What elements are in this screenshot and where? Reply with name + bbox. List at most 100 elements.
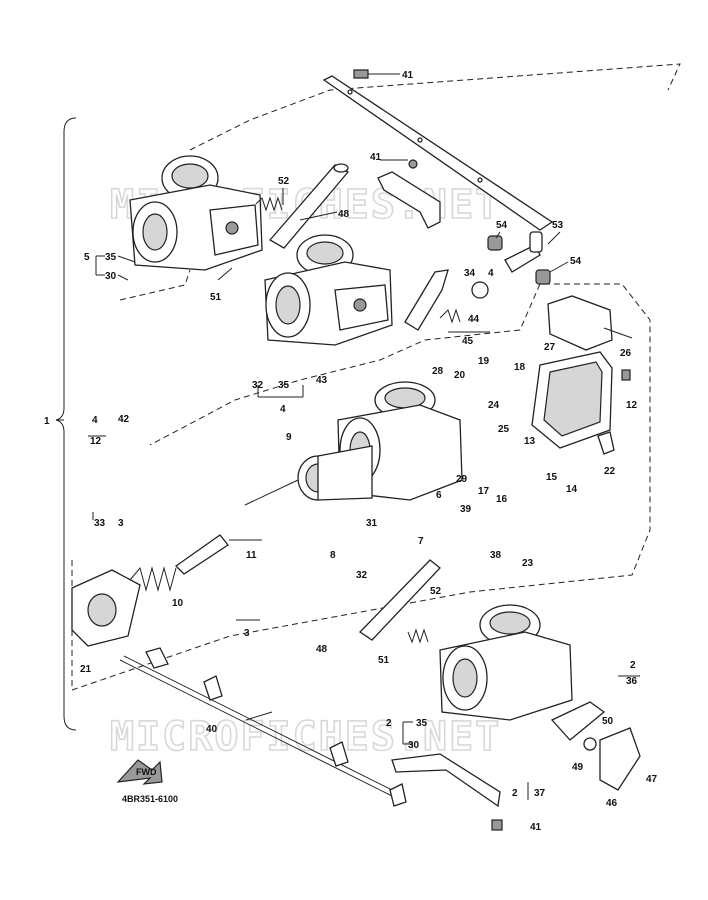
callout-19: 19 [478,356,490,367]
callout-15: 15 [546,472,558,483]
throttle-shaft-40 [119,647,407,807]
piston-9 [244,445,373,506]
callout-21: 21 [80,664,92,675]
callout-52: 52 [430,586,442,597]
callout-12: 12 [626,400,638,411]
leader-lines [56,73,640,800]
callout-34: 34 [464,268,476,279]
callout-46: 46 [606,798,618,809]
callout-5: 5 [84,252,90,263]
callout-28: 28 [432,366,444,377]
callout-18: 18 [514,362,526,373]
callout-27: 27 [544,342,556,353]
callout-1: 1 [44,416,50,427]
callout-45: 45 [462,336,474,347]
callout-31: 31 [366,518,378,529]
callout-4: 4 [488,268,494,279]
callout-32: 32 [356,570,368,581]
forward-arrow-label: FWD [136,767,157,777]
choke-housing-46 [550,701,641,791]
fitting-53 [504,231,543,273]
diagram-code: 4BR351-6100 [122,794,178,804]
callout-41: 41 [402,70,414,81]
callout-39: 39 [460,504,472,515]
callout-54: 54 [496,220,508,231]
callout-2: 2 [512,788,518,799]
callout-2: 2 [386,718,392,729]
callout-25: 25 [498,424,510,435]
link-plate-bottom [391,753,501,808]
spring-51-bottom [407,628,429,644]
callout-9: 9 [286,432,292,443]
callout-43: 43 [316,375,328,386]
screw-41-bottom [491,819,503,831]
carburetor-4 [439,604,573,721]
callout-44: 44 [468,314,480,325]
callout-38: 38 [490,550,502,561]
callout-42: 42 [118,414,130,425]
callout-10: 10 [172,598,184,609]
callout-8: 8 [330,550,336,561]
callout-17: 17 [478,486,490,497]
spring-10 [129,534,229,592]
top-cover-3 [71,569,141,647]
callout-37: 37 [534,788,546,799]
hose-48-bottom [358,559,441,641]
callout-53: 53 [552,220,564,231]
callout-30: 30 [105,271,117,282]
callout-52: 52 [278,176,290,187]
callout-11: 11 [246,550,257,561]
mounting-bar-top [322,75,554,231]
callout-35: 35 [278,380,290,391]
lever-34-44 [404,269,489,331]
callout-49: 49 [572,762,584,773]
screw-22 [597,431,615,455]
callout-47: 47 [646,774,658,785]
carburetor-1 [129,155,263,271]
cap-54-right [535,269,551,285]
callout-24: 24 [488,400,500,411]
callout-22: 22 [604,466,616,477]
hose-48-top [268,163,350,249]
callout-35: 35 [105,252,117,263]
callout-54: 54 [570,256,582,267]
callout-48: 48 [338,209,350,220]
group-boundary-left [119,269,191,301]
callout-3: 3 [244,628,250,639]
callout-32: 32 [252,380,264,391]
callout-50: 50 [602,716,614,727]
group-1-bracket [55,117,77,731]
callout-20: 20 [454,370,466,381]
callout-2: 2 [630,660,636,671]
callout-4: 4 [92,415,98,426]
callout-48: 48 [316,644,328,655]
callout-16: 16 [496,494,508,505]
callout-40: 40 [206,724,218,735]
callout-14: 14 [566,484,578,495]
spring-52-top [255,196,283,212]
callout-3: 3 [118,518,124,529]
callout-29: 29 [456,474,468,485]
group-boundary-top [189,63,681,151]
callout-12: 12 [90,436,102,447]
callout-4: 4 [280,404,286,415]
carburetor-2 [264,234,393,346]
callout-6: 6 [436,490,442,501]
callout-51: 51 [210,292,222,303]
callout-13: 13 [524,436,536,447]
callout-26: 26 [620,348,632,359]
callout-23: 23 [522,558,534,569]
screw-12-right [621,369,631,381]
callout-51: 51 [378,655,390,666]
callout-labels: 41 41 41 52 52 48 48 54 54 53 5 35 30 51… [44,70,658,833]
callout-7: 7 [418,536,424,547]
callout-41: 41 [530,822,542,833]
callout-36: 36 [626,676,638,687]
callout-35: 35 [416,718,428,729]
screw-41-top [353,69,398,79]
link-plate-41 [377,159,441,229]
callout-30: 30 [408,740,420,751]
callout-41: 41 [370,152,382,163]
forward-arrow-icon: FWD [116,759,163,785]
